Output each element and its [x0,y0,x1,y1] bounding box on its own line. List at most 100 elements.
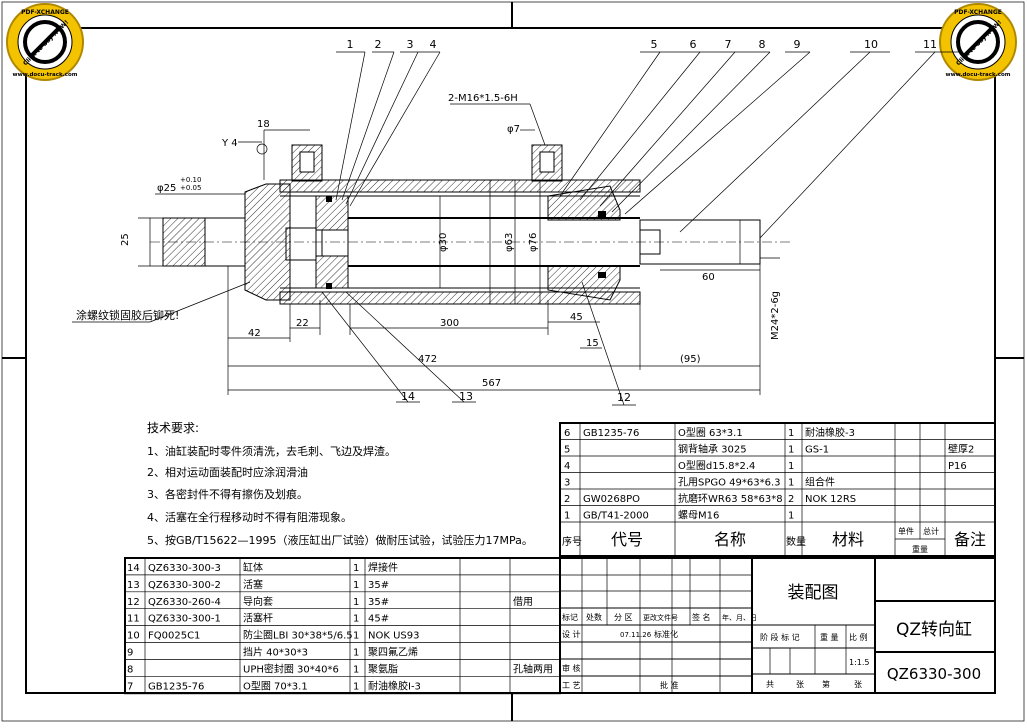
bom-row-no: 10 [127,631,140,642]
bom-row-material: 耐油橡胶-3 [805,426,855,439]
tb-label-mark: 标记 [562,612,578,622]
piston-lower [315,255,349,289]
tb-label-date: 年、月、日 [722,613,757,622]
bom-row-material: GS-1 [805,445,829,456]
bom-row-code: GB1235-76 [583,428,639,439]
balloon-4: 4 [430,38,437,51]
bom-header-no: 序号 [562,535,582,548]
bom-row-name: 防尘圈LBI 30*38*5/6.5 [243,629,353,642]
drawing-type: 装配图 [788,583,839,603]
balloon-6: 6 [690,38,697,51]
bom-row-qty: 1 [788,478,794,489]
tech-item-1: 1、油缸装配时零件须清洗，去毛刺、飞边及焊渣。 [147,444,396,458]
right-badge[interactable]: PDF-XCHANGE www.docu-track.com Click to … [939,3,1017,81]
left-badge[interactable]: PDF-XCHANGE www.docu-track.com Click to … [6,3,84,81]
title-block: 标记 处数 分 区 更改文件号 签 名 年、月、日 设 计 07.11.26 标… [559,557,996,694]
tb-label-sign: 签 名 [692,612,711,622]
tb-label-sheet2: 张 [854,680,862,689]
tech-item-3: 3、各密封件不得有擦伤及划痕。 [147,487,308,501]
bom-row-no: 12 [127,597,140,608]
tech-item-2: 2、相对运动面装配时应涂润滑油 [147,465,308,479]
balloon-5: 5 [651,38,658,51]
tb-scale: 1:1.5 [849,658,870,667]
dim-m24: M24*2-6g [770,291,781,340]
bom-row-qty: 1 [353,563,359,574]
bom-row-no: 8 [127,664,133,675]
balloon-13: 13 [459,390,473,403]
balloon-10: 10 [864,38,878,51]
bom-row-name: 挡片 40*30*3 [243,646,308,659]
bom-row-no: 4 [564,461,570,472]
bom-row-name: 孔用SPGO 49*63*6.3 [678,477,781,489]
tech-title: 技术要求: [147,421,199,435]
balloon-2: 2 [375,38,382,51]
dim-phi30: φ30 [438,233,449,252]
bom-header-weight: 重量 [912,544,928,554]
bom-row-no: 9 [127,648,133,659]
bom-row-no: 7 [127,681,133,692]
tb-label-change-doc: 更改文件号 [643,613,678,622]
bom-row-name: 活塞杆 [243,612,273,625]
balloon-11: 11 [923,38,937,51]
bom-row-qty: 1 [353,631,359,642]
note-thread-glue: 涂螺纹锁固胶后铆死! [76,308,179,322]
bom-row-qty: 1 [788,511,794,522]
bom-header-unit: 单件 [898,526,914,536]
bom-row-code: QZ6330-260-4 [148,597,221,608]
tb-label-total: 共 [766,680,774,689]
bom-row-material: 35# [368,597,389,608]
rear-port [291,144,323,182]
bom-row-material: 耐油橡胶I-3 [368,679,421,692]
balloon-leaders-top [335,51,960,239]
bom-row-code: QZ6330-300-2 [148,580,221,591]
left-badge-bottom-text: www.docu-track.com [13,72,78,78]
bom-header-code: 代号 [611,530,643,549]
dim-phi7: φ7 [507,124,520,135]
dim-567: 567 [482,378,501,389]
dimension-lines [72,103,780,395]
bom-row-name: 抗磨环WR63 58*63*8 [678,492,783,505]
bom-row-name: 螺母M16 [678,510,719,522]
bom-row-note: 孔轴两用 [513,662,553,675]
tb-label-weight: 重 量 [820,632,839,642]
bom-row-qty: 1 [353,614,359,625]
dim-42: 42 [248,328,261,339]
bom-row-qty: 2 [788,494,794,505]
bom-row-qty: 1 [788,461,794,472]
bom-row-code: GB/T41-2000 [583,511,649,522]
dim-15: 15 [586,338,599,349]
tb-label-sheet: 张 [796,680,804,689]
cylinder-assembly-view: 1 2 3 4 5 6 7 8 9 10 11 12 13 14 [72,38,960,406]
technical-requirements: 技术要求: 1、油缸装配时零件须清洗，去毛刺、飞边及焊渣。 2、相对运动面装配时… [147,421,533,547]
bom-row-no: 3 [564,478,570,489]
right-badge-top-text: PDF-XCHANGE [954,9,1002,16]
bom-row-name: 导向套 [243,595,273,608]
bom-header-material: 材料 [832,530,864,549]
bom-row-name: O型圈d15.8*2.4 [678,459,755,472]
tb-label-zone: 分 区 [614,613,633,622]
tech-item-4: 4、活塞在全行程移动时不得有阻滞现象。 [147,510,352,524]
tb-design-date: 07.11.26 [620,631,652,639]
bom-row-qty: 1 [353,648,359,659]
bom-row-name: O型圈 63*3.1 [678,426,743,439]
balloon-1: 1 [347,38,354,51]
bom-row-qty: 1 [353,664,359,675]
bom-row-code: FQ0025C1 [148,631,200,642]
bom-row-material: 焊接件 [368,561,398,574]
tb-label-std: 标准化 [654,629,678,639]
tb-label-approve: 批 准 [660,680,679,690]
bom-row-material: 35# [368,580,389,591]
bom-row-note: 壁厚2 [948,443,974,456]
product-name: QZ转向缸 [896,619,972,640]
bom-row-note: 借用 [513,596,533,608]
tech-item-5: 5、按GB/T15622—1995（液压缸出厂试验）做耐压试验，试验压力17MP… [147,533,533,547]
bom-row-name: 钢背轴承 3025 [678,443,747,456]
bom-header-note: 备注 [954,530,986,549]
dim-25: 25 [120,233,131,246]
bom-row-no: 13 [127,580,140,591]
bom-row-material: NOK 12RS [805,494,856,505]
bom-row-no: 5 [564,445,570,456]
balloon-14: 14 [401,390,415,403]
bom-row-name: O型圈 70*3.1 [243,679,308,692]
